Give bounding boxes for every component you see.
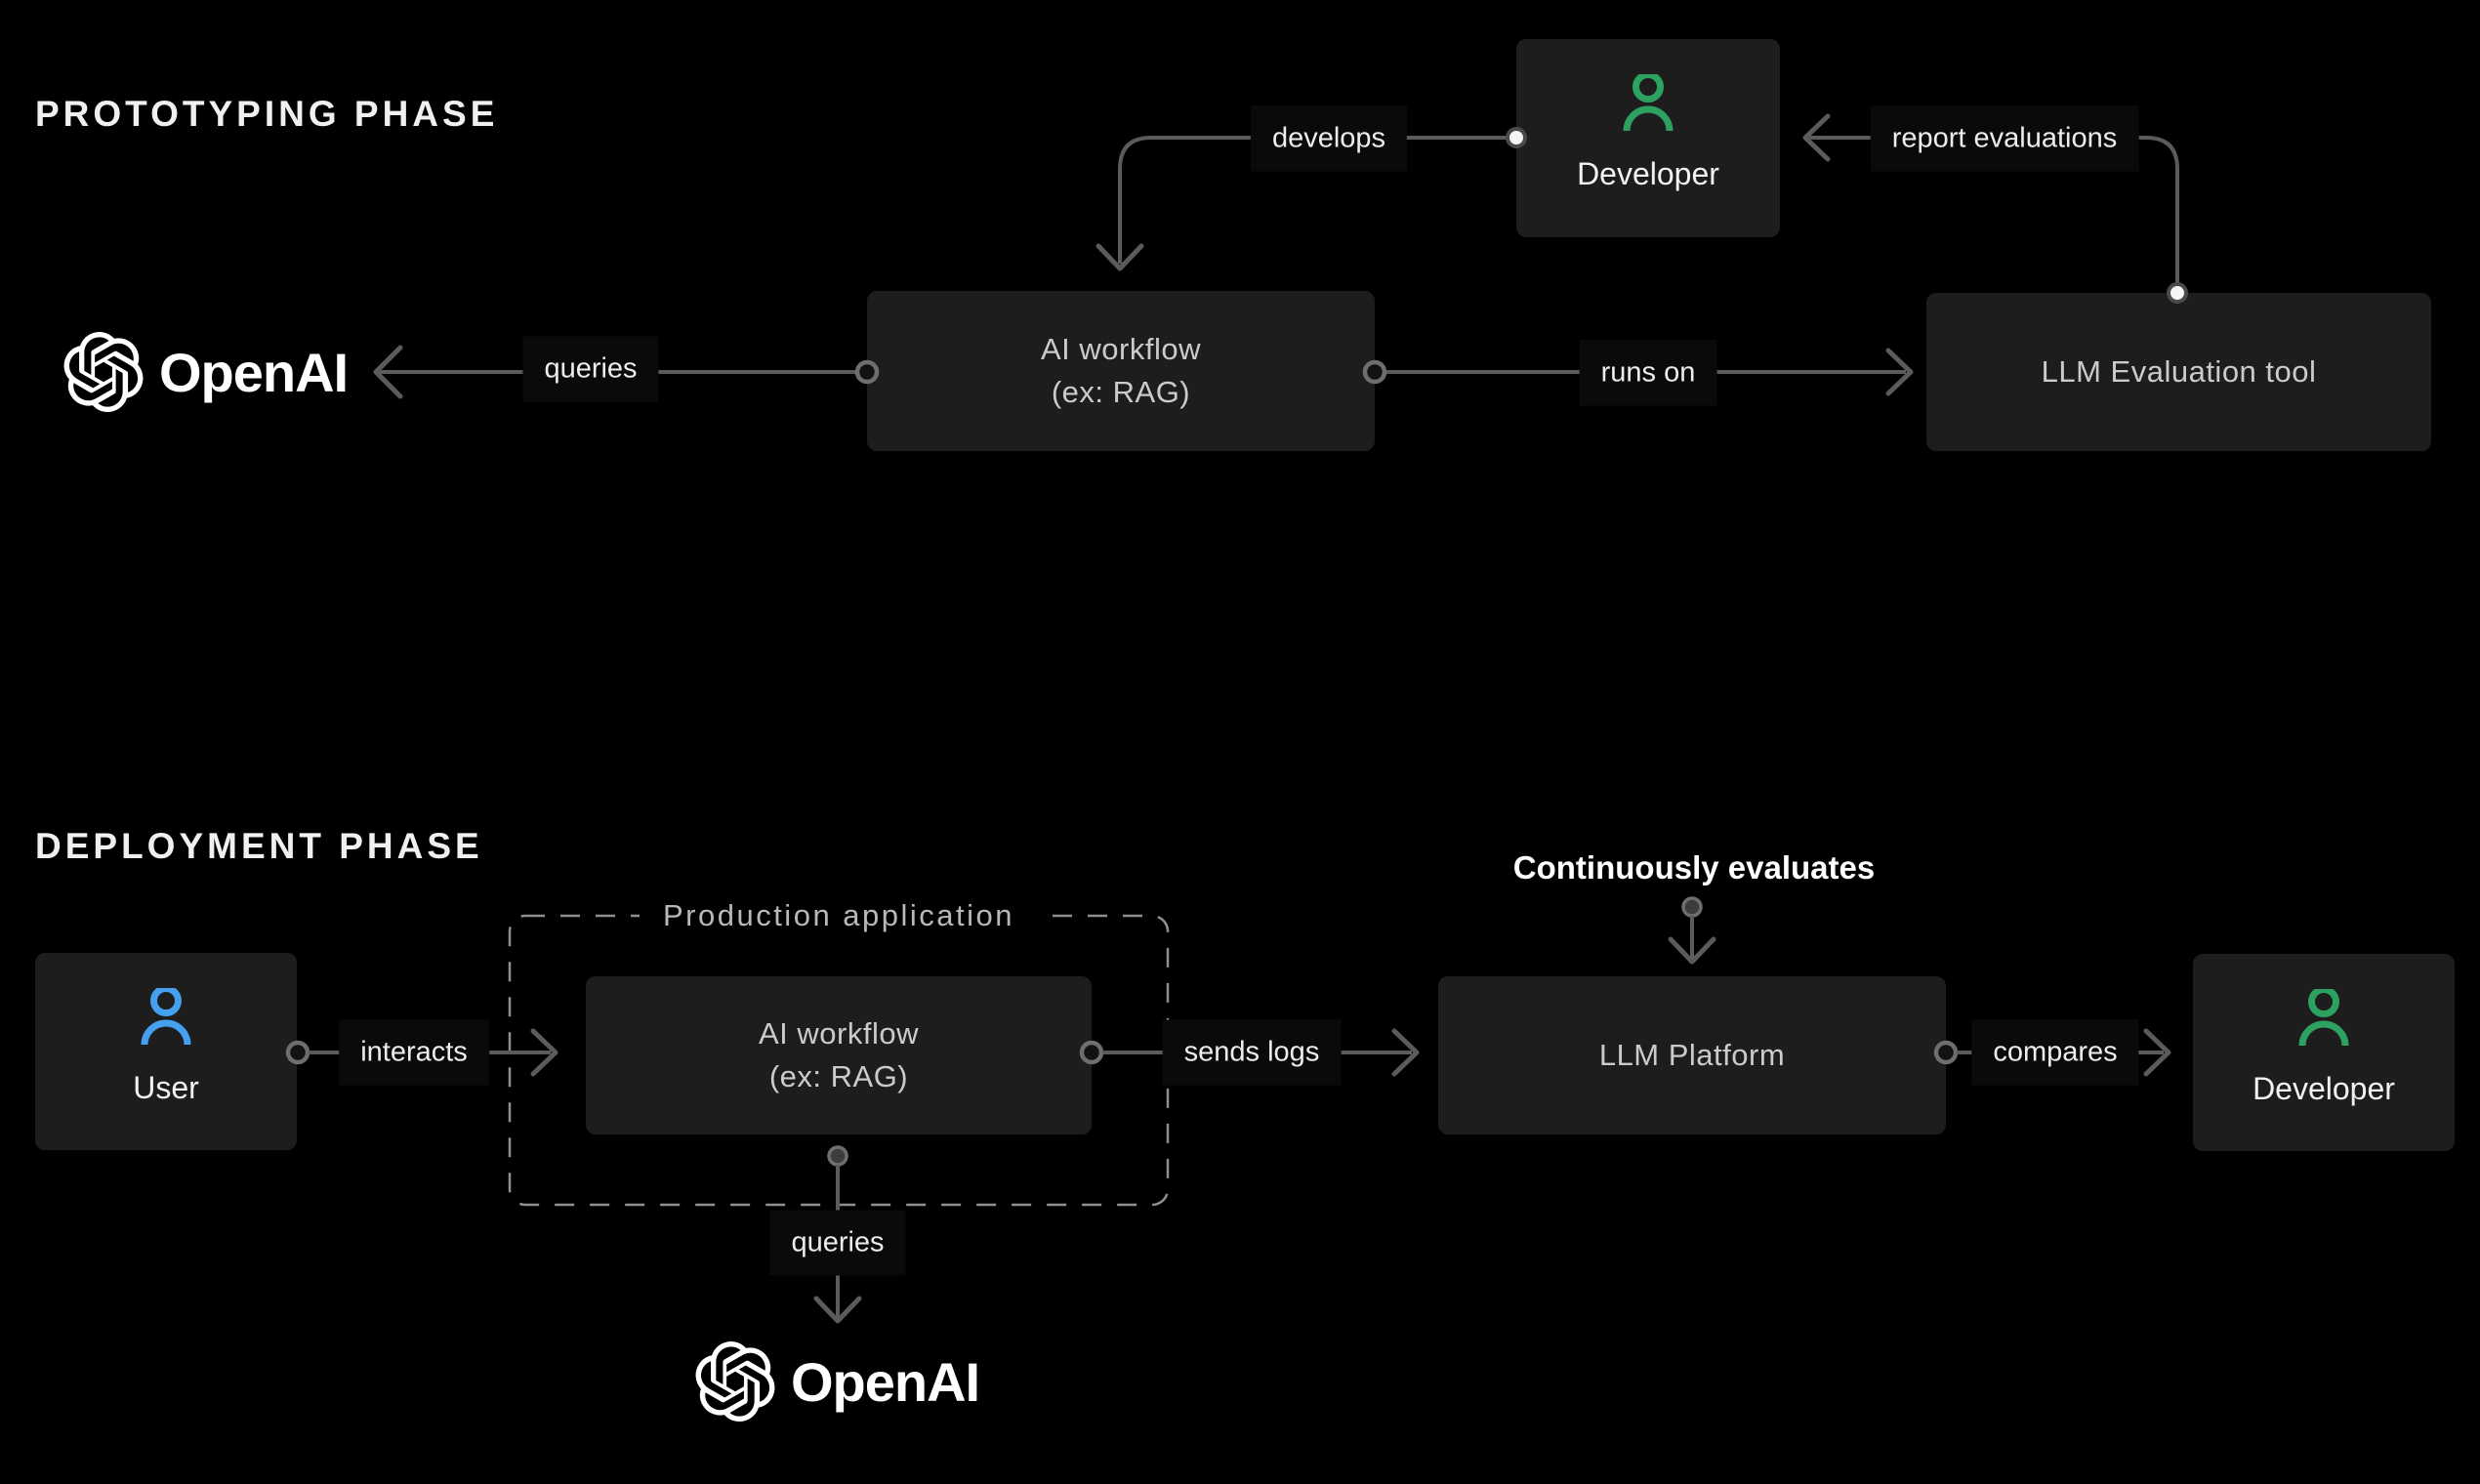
node-label: Developer [1577, 156, 1719, 191]
node-sublabel: (ex: RAG) [768, 1059, 909, 1093]
node-label: AI workflow [759, 1016, 919, 1051]
production-application-label: Production application [639, 888, 1039, 943]
node-ai-workflow-prototyping: AI workflow (ex: RAG) [867, 291, 1375, 451]
edge-label-queries-deployment: queries [769, 1210, 906, 1276]
openai-logo-deployment: OpenAI [695, 1341, 980, 1422]
openai-wordmark: OpenAI [159, 341, 349, 403]
edge-label-sends-logs: sends logs [1162, 1019, 1342, 1086]
edge-label-report-evaluations: report evaluations [1870, 105, 2139, 172]
user-person-icon [141, 988, 191, 1046]
continuously-evaluates-label: Continuously evaluates [1512, 849, 1876, 886]
openai-icon [695, 1341, 775, 1422]
node-label: AI workflow [1041, 332, 1201, 366]
prototyping-phase-title: PROTOTYPING PHASE [35, 94, 499, 134]
node-label: Developer [2253, 1071, 2395, 1106]
node-llm-platform: LLM Platform [1438, 976, 1946, 1134]
node-sublabel: (ex: RAG) [1051, 375, 1191, 409]
node-label: User [133, 1070, 199, 1105]
edge-label-interacts: interacts [339, 1019, 489, 1086]
edge-label-compares: compares [1971, 1019, 2139, 1086]
node-ai-workflow-deployment: AI workflow (ex: RAG) [586, 976, 1092, 1134]
node-label: LLM Platform [1598, 1038, 1786, 1072]
node-developer-prototyping: Developer [1516, 39, 1780, 237]
node-llm-evaluation-tool: LLM Evaluation tool [1926, 293, 2431, 451]
edge-label-queries-prototyping: queries [522, 336, 659, 402]
edge-label-develops: develops [1250, 105, 1408, 172]
node-user: User [35, 953, 297, 1150]
openai-logo-prototyping: OpenAI [63, 332, 349, 412]
openai-wordmark: OpenAI [791, 1350, 980, 1413]
node-label: LLM Evaluation tool [2041, 354, 2317, 389]
developer-person-icon [1623, 74, 1674, 132]
deployment-phase-title: DEPLOYMENT PHASE [35, 826, 483, 866]
edge-continuously-evaluates [1668, 896, 1716, 965]
edge-label-runs-on: runs on [1579, 340, 1717, 406]
developer-person-icon [2298, 989, 2349, 1047]
node-developer-deployment: Developer [2193, 954, 2455, 1151]
openai-icon [63, 332, 144, 412]
